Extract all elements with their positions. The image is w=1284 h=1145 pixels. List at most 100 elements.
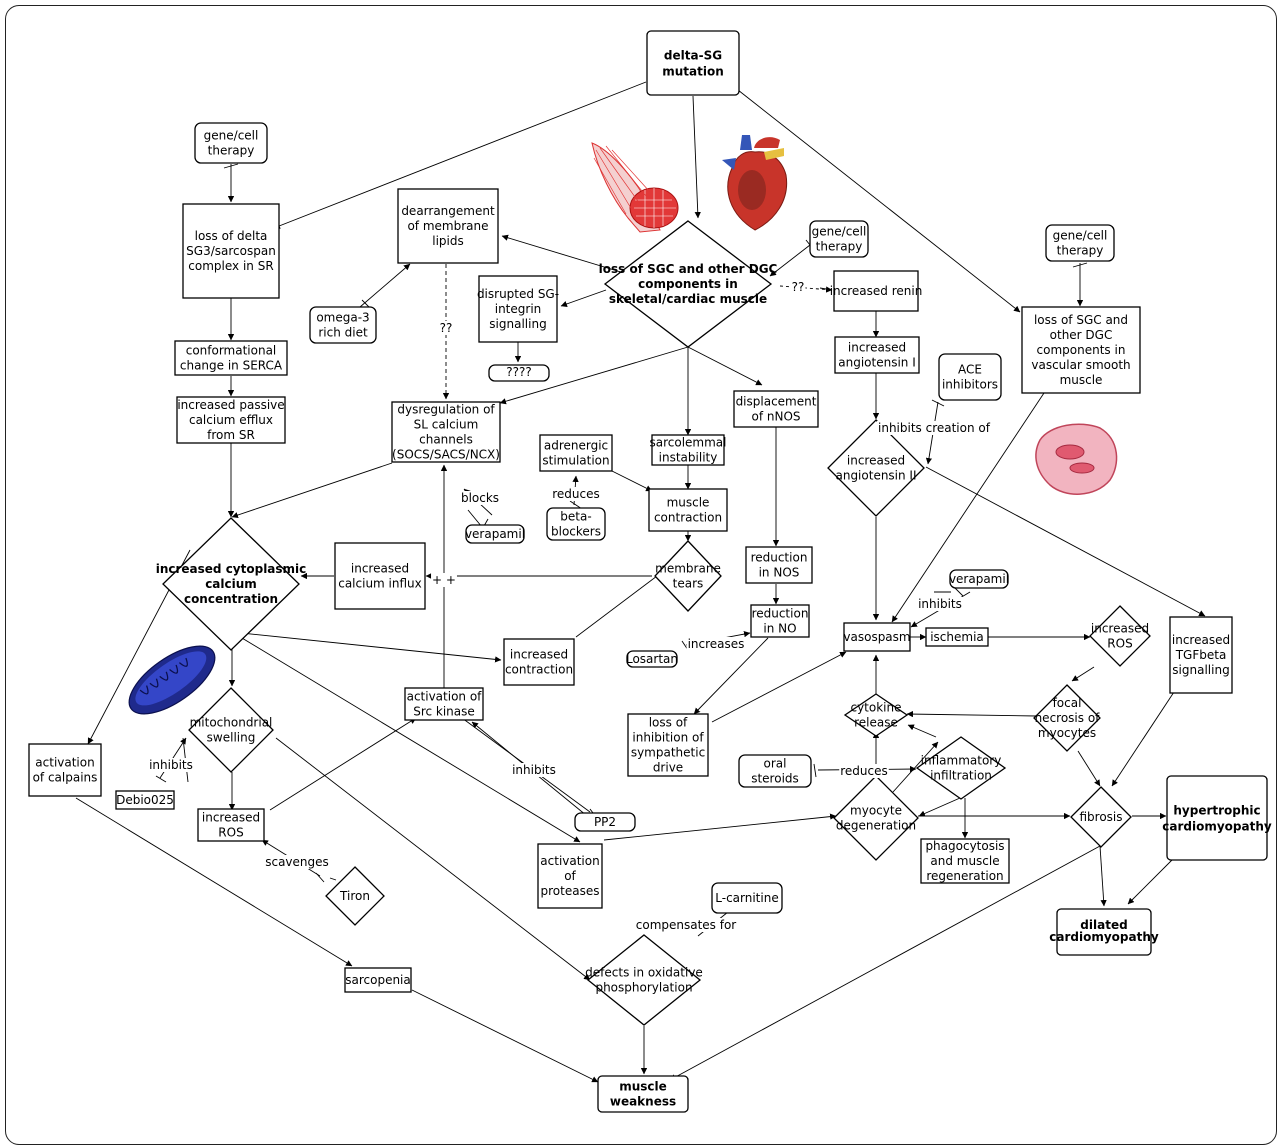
node-label: activation [540,854,599,868]
node-shape [188,687,274,773]
node-label: angiotensin II [835,469,916,483]
node-increased-cyto-calcium: increased cytoplasmiccalciumconcentratio… [156,517,306,651]
node-label: therapy [1057,244,1104,258]
node-label: activation of [407,690,483,704]
node-label: skeletal/cardiac muscle [609,292,767,306]
node-shape [546,507,606,541]
node-label: verapamil [465,527,525,541]
node-shape [1169,616,1233,694]
edge-label-increases: increases [688,637,745,651]
node-label: verapamil [949,572,1009,586]
node-label: focal [1053,696,1082,710]
node-label: myocytes [1038,726,1096,740]
node-label: mutation [662,65,724,79]
node-losartan: Losartan [626,650,678,668]
node-label: vascular smooth [1031,358,1130,372]
node-label: contraction [654,511,722,525]
node-label: from SR [207,428,255,442]
node-label: inhibitors [942,378,998,392]
node-label: of [564,869,576,883]
node-shape [920,838,1010,884]
node-label: cardiomyopathy [1049,930,1159,944]
node-shape [194,122,268,164]
node-label: beta- [560,510,591,524]
node-label: gene/cell [812,225,867,239]
node-label: phosphorylation [595,981,692,995]
node-shape [325,866,385,926]
node-label: increased [202,811,260,825]
node-label: increased [510,648,568,662]
node-label: calcium [205,577,257,591]
node-l-carnitine: L-carnitine [711,882,783,914]
node-label: muscle [1060,373,1103,387]
node-label: increased renin [830,284,923,298]
node-shape [404,687,484,721]
node-label: Losartan [626,652,678,666]
node-label: rich diet [318,326,368,340]
edge-label-inhibits-verapamil: inhibits [918,597,962,611]
node-shape [938,353,1002,401]
node-label: adrenergic [544,439,608,453]
node-label: activation [35,756,94,770]
node-label: cytokine [850,701,901,715]
edge-label-plus-plus: + + [432,573,456,587]
node-shape [833,270,919,312]
edge-label-q2-dashed: ?? [792,280,805,294]
node-shape [503,638,575,686]
node-shape [949,569,1009,589]
node-label: Tiron [339,889,370,903]
node-label: mitochondrial [190,716,273,730]
node-label: sarcopenia [345,973,411,987]
node-shape [750,604,810,638]
node-label: SG3/sarcospan [186,244,276,258]
node-label: loss of [649,716,688,730]
node-shape [309,306,377,344]
node-shape [745,546,813,584]
node-label: therapy [208,144,255,158]
node-label: stimulation [542,454,609,468]
node-shape [711,882,783,914]
node-shape [162,517,300,651]
node-label: vasospasm [843,630,910,644]
node-label: of membrane [407,219,488,233]
node-label: TGFbeta [1175,648,1227,662]
node-question-box: ???? [488,364,550,382]
node-label: omega-3 [316,311,369,325]
node-shape [586,934,702,1026]
node-shape [654,540,722,612]
node-shape [597,1075,689,1113]
node-shape [174,340,288,376]
node-label: inhibition of [632,731,704,745]
node-shape [627,713,709,777]
node-label: increased [848,341,906,355]
node-label: proteases [541,884,600,898]
node-label: inflammatory [921,754,1002,768]
node-shape [738,754,812,788]
muscle-fiber-icon [591,142,679,233]
node-label: (SOCS/SACS/NCX) [392,448,500,462]
node-shape [651,434,725,466]
node-shape [1056,908,1152,956]
node-label: ROS [218,826,243,840]
edge-label-reduces-steroids: reduces [840,764,888,778]
node-shape [603,220,773,348]
node-shape [1033,684,1101,752]
node-shape [1166,775,1268,861]
node-vasospasm: vasospasm [843,622,911,652]
node-label: drive [653,761,683,775]
